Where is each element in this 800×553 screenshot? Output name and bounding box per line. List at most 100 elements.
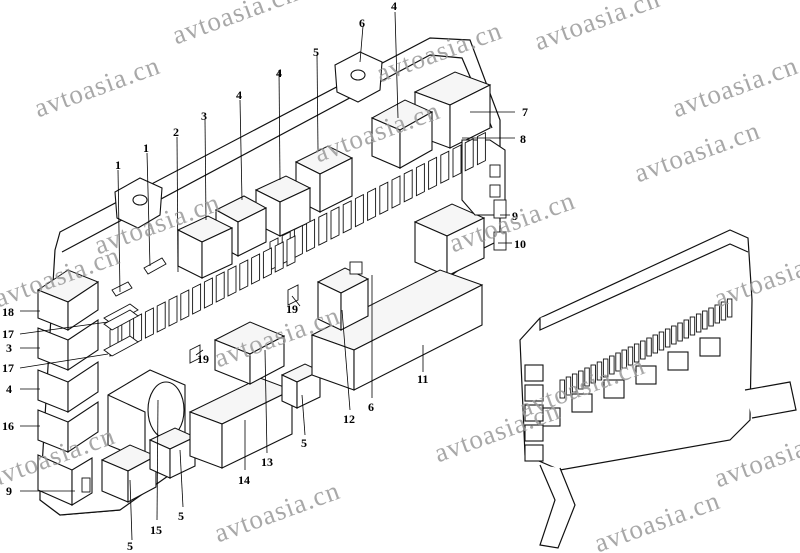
callout-18: 18 [2, 305, 14, 319]
callout-4-top: 4 [391, 0, 397, 13]
callout-3-left: 3 [6, 341, 12, 355]
assembled-fuse [615, 352, 621, 372]
assembled-relay [524, 364, 544, 382]
callout-17-b: 17 [2, 361, 14, 375]
callout-13: 13 [261, 455, 273, 469]
callout-1-a: 1 [115, 158, 121, 172]
callout-6-top: 6 [359, 16, 365, 30]
assembled-fuse [621, 349, 627, 369]
callout-5-mid: 5 [301, 436, 307, 450]
fuse [227, 265, 237, 297]
fuse [354, 193, 364, 228]
fuse [251, 253, 261, 285]
fuse [239, 259, 249, 291]
terminal-19-b [189, 344, 201, 364]
assembled-fuse-box [519, 229, 797, 549]
assembled-fuse [726, 298, 733, 318]
callout-1-b: 1 [143, 141, 149, 155]
callout-6-bottom: 6 [368, 400, 374, 414]
assembled-fuse [664, 328, 671, 348]
callout-3-top: 3 [201, 109, 207, 123]
callout-9-left: 9 [6, 484, 12, 498]
connector-17-a [103, 303, 139, 331]
clip-1-a [111, 281, 133, 297]
assembled-fuse [683, 319, 689, 339]
assembled-relay [699, 337, 721, 357]
module-11 [310, 269, 484, 391]
assembled-fuse [708, 307, 714, 327]
assembled-fuse [565, 376, 572, 396]
fuse [391, 175, 401, 209]
callout-4-b: 4 [236, 88, 242, 102]
relay-16 [37, 400, 99, 454]
fuse [318, 212, 328, 246]
connector-9-left [37, 454, 93, 506]
callout-10: 10 [514, 237, 526, 251]
assembled-fuse [689, 316, 696, 336]
connector-17-b [103, 335, 139, 357]
assembled-fuse [578, 370, 584, 390]
fuse [403, 169, 413, 203]
module-14 [188, 377, 294, 469]
fuse [476, 131, 486, 166]
assembled-relay [524, 424, 544, 442]
relay-10 [413, 203, 486, 277]
callout-4-left: 4 [6, 382, 12, 396]
relay-5-low [148, 427, 197, 479]
callout-16: 16 [2, 419, 14, 433]
fuse [133, 313, 143, 345]
relay-18 [36, 269, 100, 332]
callout-19-b: 19 [197, 352, 209, 366]
fuse-strip-lower [109, 235, 296, 357]
relay-3-left [37, 318, 99, 372]
relay-12 [316, 261, 370, 331]
fuse [203, 277, 213, 309]
connector-9-right [493, 199, 507, 251]
assembled-fuse [646, 337, 652, 357]
assembled-fuse [584, 367, 590, 387]
assembled-fuse [590, 364, 596, 384]
relay-3-top [176, 215, 234, 279]
assembled-relay [571, 393, 593, 413]
callout-7: 7 [522, 105, 528, 119]
fuse [192, 283, 202, 315]
callout-5-low: 5 [178, 509, 184, 523]
fuse-strip-upper [269, 131, 486, 271]
assembled-relay [524, 404, 544, 422]
assembled-fuse [571, 373, 578, 393]
fuse [367, 187, 377, 222]
mounting-bracket-left [114, 177, 163, 229]
fuse [379, 181, 389, 215]
callout-15: 15 [150, 523, 162, 537]
fuse [342, 200, 352, 234]
relay-4-top [370, 99, 434, 169]
assembled-fuse [652, 334, 658, 354]
assembled-fuse [695, 313, 702, 333]
fuse [215, 271, 225, 303]
fuse [415, 162, 425, 197]
callout-12: 12 [343, 412, 355, 426]
assembled-relay [524, 444, 544, 462]
assembled-relay [667, 351, 689, 371]
fuse [144, 307, 154, 339]
callout-labels: 4 6 5 4 4 3 2 1 1 7 8 9 10 18 17 3 17 4 … [2, 0, 528, 553]
fuse [180, 289, 190, 321]
assembled-fuse [609, 355, 615, 375]
assembled-fuse [714, 304, 720, 324]
fuse [428, 156, 438, 191]
fuse [293, 224, 303, 259]
fuse [464, 138, 474, 172]
assembled-fuse [677, 322, 683, 342]
relay-13 [213, 321, 286, 385]
fuse [286, 235, 296, 267]
leader-lines [19, 11, 515, 541]
assembled-relay [603, 379, 625, 399]
callout-11: 11 [417, 372, 428, 386]
relay-7 [413, 71, 492, 149]
assembled-fuse [627, 346, 634, 366]
callout-5-top: 5 [313, 45, 319, 59]
callout-5-bottom: 5 [127, 539, 133, 553]
relay-5-bottom [100, 444, 158, 503]
